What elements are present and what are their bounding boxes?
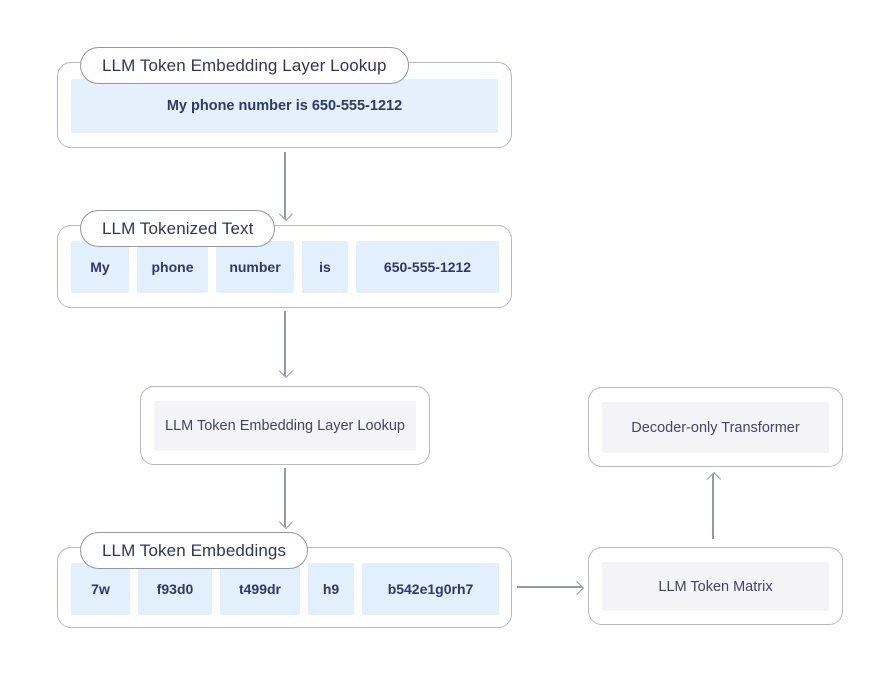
arrow-tokenized-to-lookup <box>278 311 293 379</box>
node-embeddings-label-text: LLM Token Embeddings <box>102 540 287 560</box>
token: t499dr <box>220 563 300 615</box>
node-token-embeddings: LLM Token Embeddings 7w f93d0 t499dr h9 … <box>57 532 512 628</box>
node-input-text: LLM Token Embedding Layer Lookup My phon… <box>57 47 512 148</box>
token: 7w <box>71 563 130 615</box>
node-input-label-text: LLM Token Embedding Layer Lookup <box>102 55 387 75</box>
token: b542e1g0rh7 <box>362 563 499 615</box>
token-matrix-panel: LLM Token Matrix <box>602 562 829 611</box>
node-embedding-lookup: LLM Token Embedding Layer Lookup <box>140 386 430 465</box>
arrow-down-icon <box>278 363 293 379</box>
token: 650-555-1212 <box>356 241 499 293</box>
arrow-line <box>284 152 286 219</box>
node-tokenized-label-text: LLM Tokenized Text <box>102 218 254 238</box>
input-sentence-text: My phone number is 650-555-1212 <box>166 98 403 114</box>
token: My <box>71 241 129 293</box>
token: h9 <box>308 563 354 615</box>
arrow-right-icon <box>569 580 585 595</box>
node-embeddings-pill-label: LLM Token Embeddings <box>80 532 309 569</box>
token: number <box>216 241 294 293</box>
node-input-pill-label: LLM Token Embedding Layer Lookup <box>80 47 409 84</box>
arrow-line <box>712 474 714 539</box>
arrow-input-to-tokenized <box>278 152 293 222</box>
arrow-line <box>284 311 286 376</box>
arrow-down-icon <box>278 514 293 530</box>
arrow-line <box>517 586 582 588</box>
input-sentence: My phone number is 650-555-1212 <box>71 79 498 133</box>
arrow-matrix-to-transformer <box>706 471 721 539</box>
arrow-line <box>284 468 286 527</box>
embeddings-token-row: 7w f93d0 t499dr h9 b542e1g0rh7 <box>71 563 499 615</box>
decoder-transformer-label-text: Decoder-only Transformer <box>631 419 800 436</box>
token: f93d0 <box>138 563 212 615</box>
node-token-matrix: LLM Token Matrix <box>588 547 843 625</box>
embedding-lookup-label-text: LLM Token Embedding Layer Lookup <box>165 418 405 434</box>
node-tokenized-text: LLM Tokenized Text My phone number is 65… <box>57 210 512 308</box>
embedding-lookup-panel: LLM Token Embedding Layer Lookup <box>154 401 416 451</box>
tokenized-token-row: My phone number is 650-555-1212 <box>71 241 499 293</box>
arrow-lookup-to-embeddings <box>278 468 293 530</box>
node-tokenized-pill-label: LLM Tokenized Text <box>80 210 276 247</box>
decoder-transformer-panel: Decoder-only Transformer <box>602 402 829 453</box>
token: is <box>302 241 348 293</box>
arrow-up-icon <box>706 471 721 487</box>
token: phone <box>137 241 208 293</box>
token-matrix-label-text: LLM Token Matrix <box>658 578 773 595</box>
arrow-down-icon <box>278 206 293 222</box>
node-decoder-transformer: Decoder-only Transformer <box>588 387 843 467</box>
arrow-embeddings-to-matrix <box>517 580 585 595</box>
